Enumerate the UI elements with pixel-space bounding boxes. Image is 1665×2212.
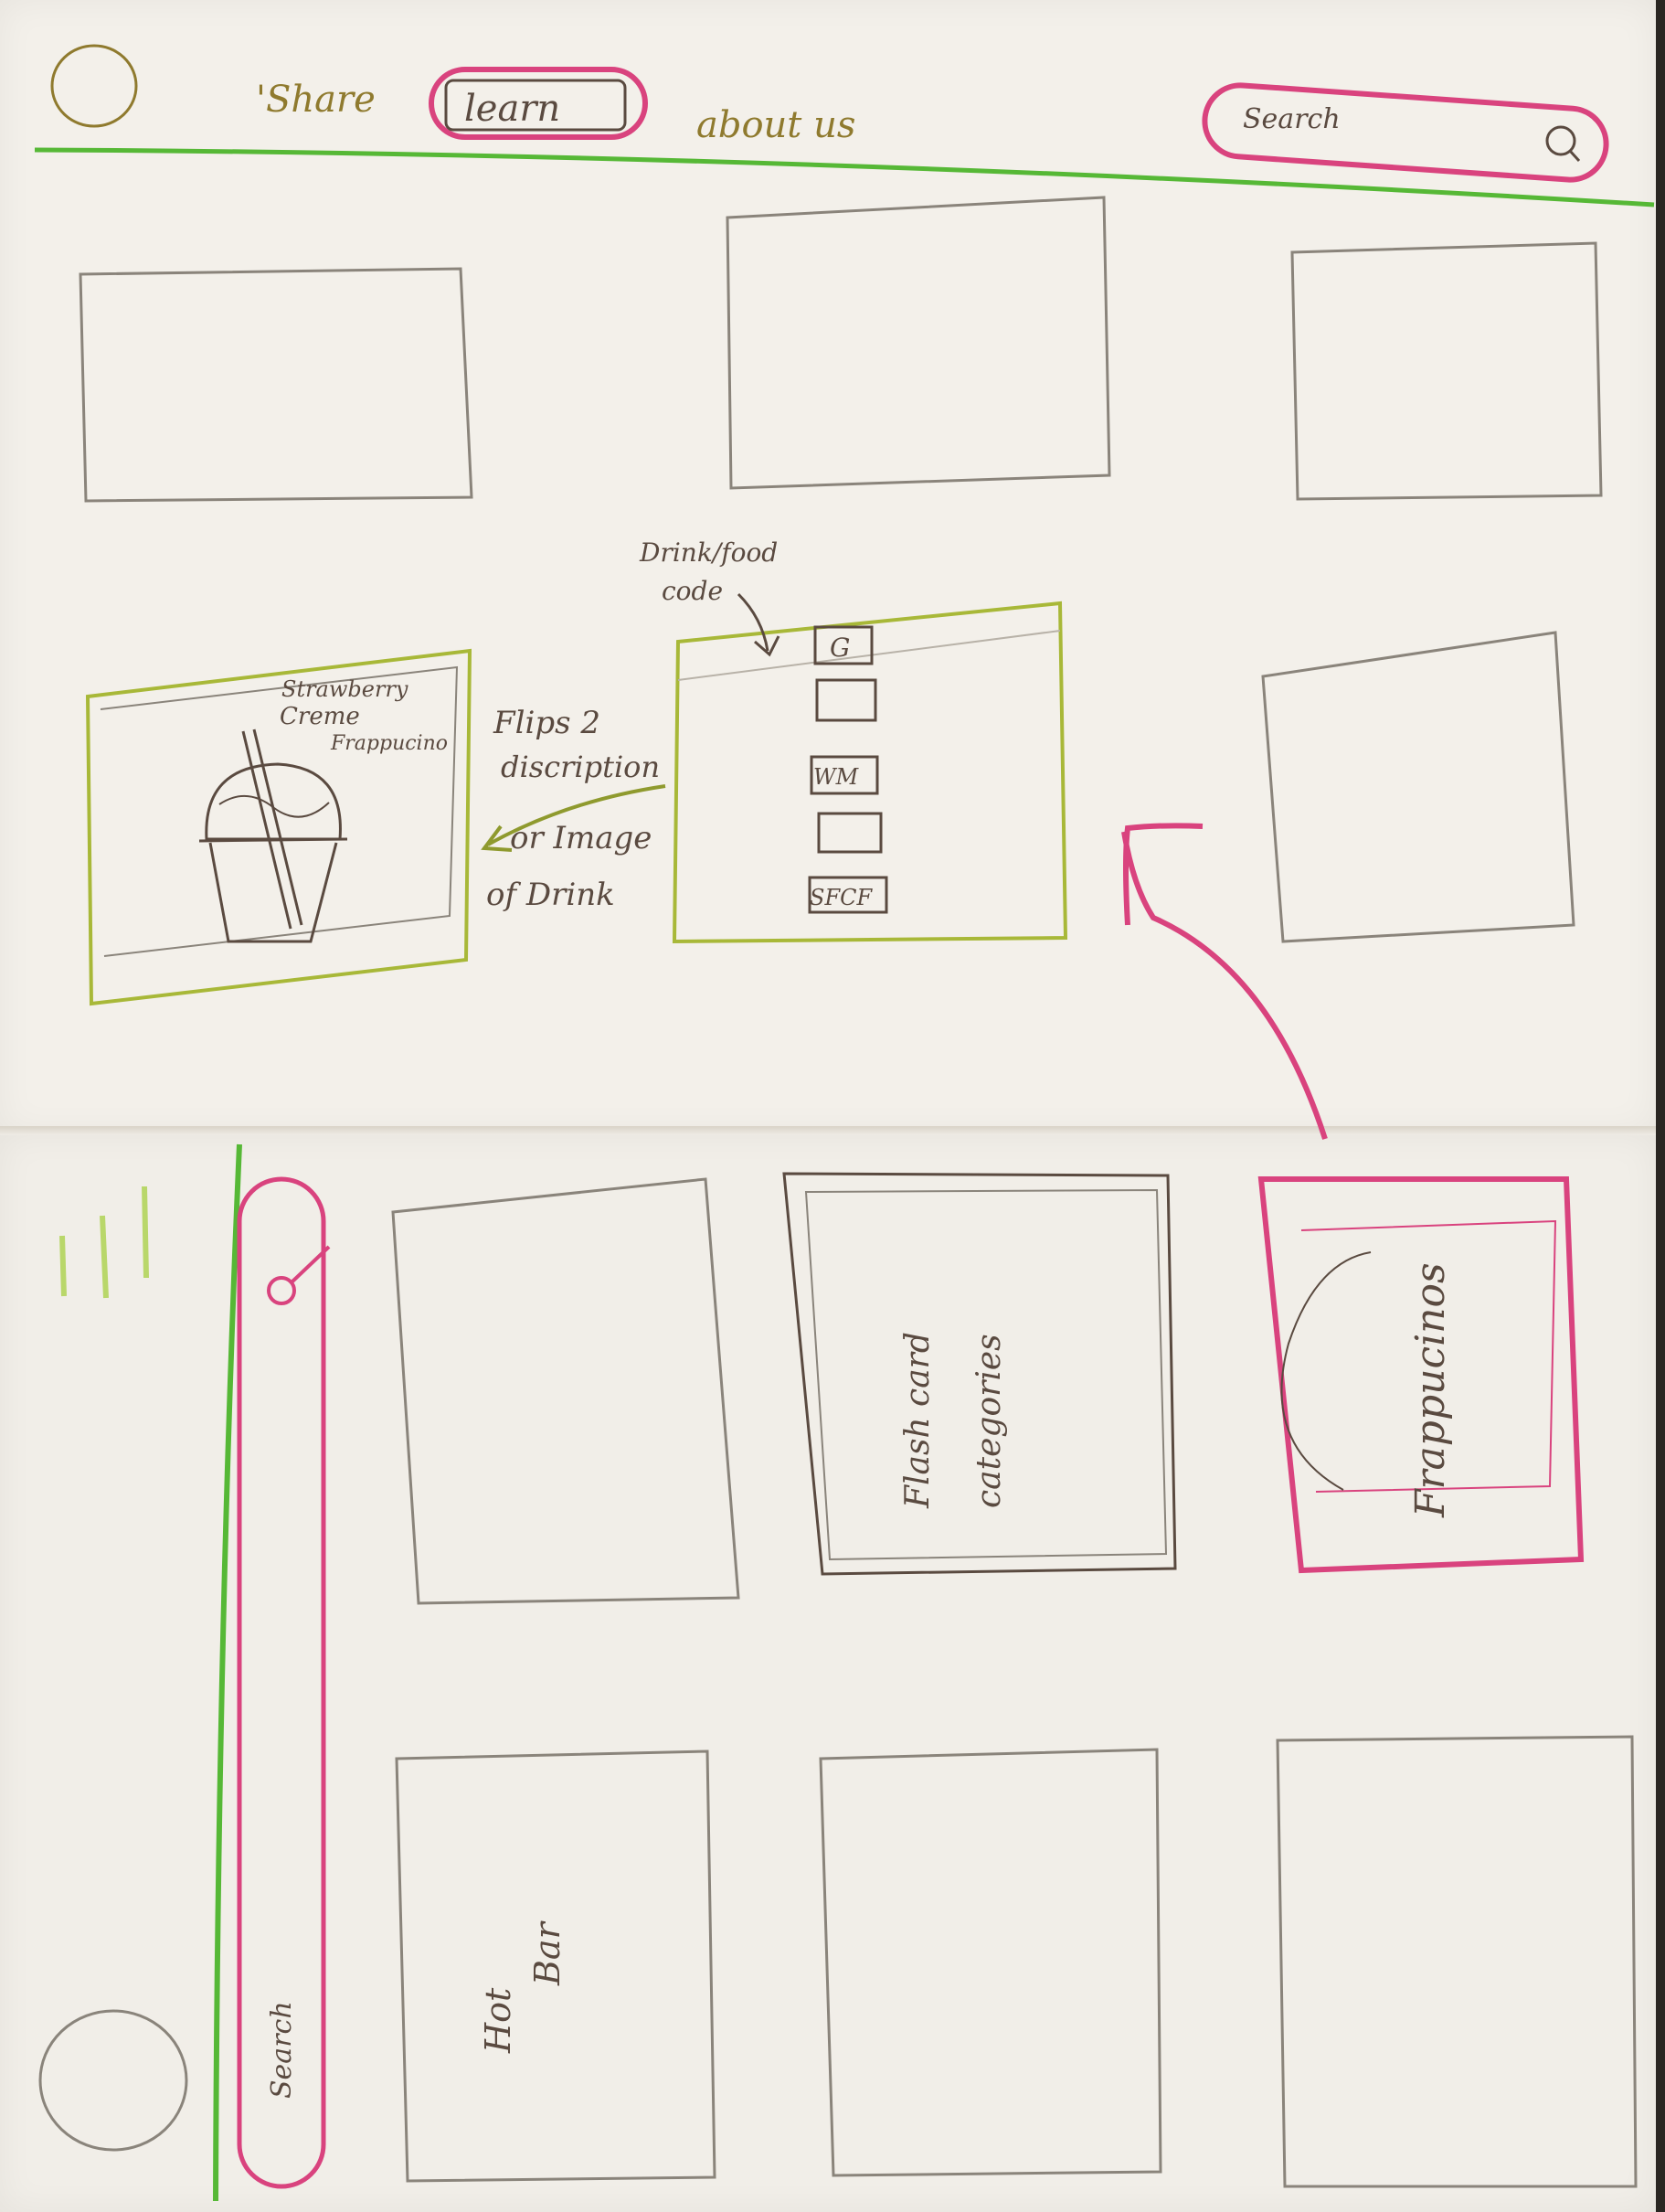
hot-bar-label-line-1: Hot — [478, 1987, 518, 2054]
card-back-guideline — [677, 630, 1061, 681]
code-box-3-label: WM — [813, 764, 860, 790]
code-box-4[interactable] — [817, 812, 883, 854]
sidebar-logo-icon[interactable] — [38, 2009, 188, 2152]
flash-label-line-1: Flash card — [899, 1332, 937, 1509]
code-box-5-label: SFCF — [810, 885, 873, 910]
flash-card-back[interactable] — [672, 601, 1068, 944]
tile-placeholder-3[interactable] — [1290, 241, 1603, 501]
sidebar-search-label: Search — [266, 2001, 298, 2099]
search-icon[interactable] — [1545, 125, 1581, 163]
nav-share[interactable]: 'Share — [256, 79, 376, 121]
page-fold — [0, 1126, 1656, 1135]
code-arrow-icon — [737, 592, 780, 657]
tile-frappuccinos[interactable]: Frappucinos — [1257, 1176, 1585, 1574]
flip-note-line-3: or Image — [510, 820, 652, 856]
flow-arrow-icon — [1121, 823, 1328, 1140]
flash-card-front-inner — [100, 665, 459, 957]
tile-placeholder-4[interactable] — [1261, 631, 1575, 943]
header-divider — [34, 147, 1655, 207]
code-box-3[interactable] — [810, 755, 879, 795]
nav-about-us[interactable]: about us — [696, 104, 855, 146]
card-title-line-1: Strawberry — [281, 676, 408, 702]
card-title-line-2: Creme — [280, 703, 360, 730]
code-annotation-line-1: Drink/food — [639, 537, 778, 568]
tile-flash-card-categories[interactable]: Flash card categories — [782, 1172, 1177, 1576]
code-box-1-label: G — [830, 633, 850, 663]
flash-card-front[interactable] — [85, 648, 472, 1006]
frappuccinos-label: Frappucinos — [1407, 1262, 1454, 1518]
hamburger-icon[interactable] — [59, 1186, 149, 1299]
frappuccino-drink-icon — [198, 728, 348, 943]
top-search-label: Search — [1243, 103, 1341, 135]
sidebar-search-bar[interactable] — [237, 1176, 326, 2189]
nav-learn-highlight — [429, 67, 648, 140]
card-title-line-3: Frappucino — [330, 732, 448, 755]
flip-arrow-icon — [481, 784, 666, 852]
sidebar-divider — [213, 1143, 242, 2202]
flip-note-line-1: Flips 2 — [493, 705, 600, 741]
code-box-list: G WM SFCF — [808, 625, 888, 914]
code-box-5[interactable] — [808, 876, 888, 914]
top-search-bar[interactable] — [1202, 82, 1609, 183]
flip-note-line-2: discription — [501, 750, 660, 784]
nav-learn-box — [444, 79, 627, 132]
tile-placeholder-1[interactable] — [79, 267, 473, 503]
sidebar-search-icon[interactable] — [267, 1245, 331, 1305]
tile-hot-bar[interactable]: Hot Bar — [395, 1749, 716, 2183]
tile-placeholder-2[interactable] — [726, 196, 1111, 490]
nav-learn[interactable]: learn — [464, 88, 560, 130]
flip-note-line-4: of Drink — [486, 877, 615, 913]
tile-placeholder-6[interactable] — [819, 1748, 1162, 2177]
code-annotation-line-2: code — [662, 576, 723, 606]
tile-placeholder-7[interactable] — [1276, 1735, 1638, 2188]
code-box-1[interactable] — [813, 625, 874, 665]
hot-bar-label-line-2: Bar — [527, 1920, 567, 1986]
code-box-2[interactable] — [815, 678, 877, 722]
flash-label-line-2: categories — [970, 1334, 1008, 1508]
tile-placeholder-5[interactable] — [391, 1177, 740, 1605]
logo-icon[interactable] — [50, 44, 138, 128]
